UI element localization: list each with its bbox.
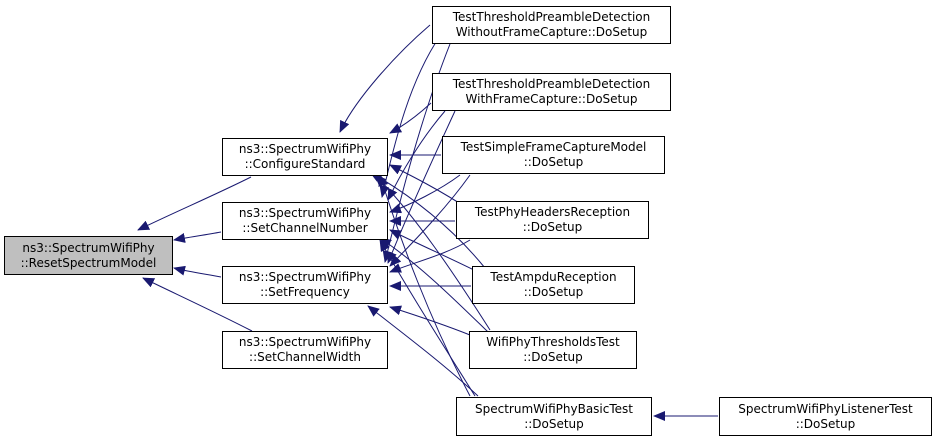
node-phy-headers-reception[interactable]: TestPhyHeadersReception ::DoSetup (456, 201, 649, 239)
node-set-channel-width[interactable]: ns3::SpectrumWifiPhy ::SetChannelWidth (222, 331, 388, 369)
edge-frequency-to-reset (173, 265, 222, 278)
node-spectrum-wifi-phy-listener-test[interactable]: SpectrumWifiPhyListenerTest ::DoSetup (719, 397, 932, 436)
node-label-line1: ns3::SpectrumWifiPhy (238, 142, 372, 156)
node-label-line2: ::DoSetup (524, 416, 584, 431)
edge-width-to-reset (142, 277, 253, 332)
node-set-channel-number[interactable]: ns3::SpectrumWifiPhy ::SetChannelNumber (222, 202, 388, 240)
node-label-line2: ::DoSetup (523, 155, 584, 169)
node-label-line2: ::DoSetup (522, 220, 583, 234)
node-spectrum-wifi-phy-basic-test[interactable]: SpectrumWifiPhyBasicTest ::DoSetup (456, 397, 652, 436)
node-label-line1: SpectrumWifiPhyBasicTest (475, 401, 633, 416)
node-label-line2: ::ConfigureStandard (244, 157, 366, 171)
node-threshold-with-frame-capture[interactable]: TestThresholdPreambleDetection WithFrame… (432, 73, 671, 111)
node-ampdu-reception[interactable]: TestAmpduReception ::DoSetup (472, 266, 635, 304)
edge-with-to-configure (389, 102, 432, 134)
edge-without-to-channelnum (379, 35, 441, 198)
edge-simple-to-channelnum (389, 174, 461, 214)
node-label-line2: ::SetChannelNumber (242, 221, 368, 235)
node-label-line1: TestSimpleFrameCaptureModel (460, 140, 647, 154)
node-label-line1: TestThresholdPreambleDetection (452, 77, 651, 91)
node-label-line2: ::DoSetup (523, 285, 584, 299)
node-label-line2: WithFrameCapture::DoSetup (465, 92, 638, 106)
node-label-line1: ns3::SpectrumWifiPhy (238, 335, 372, 349)
edge-configure-to-reset (137, 176, 252, 231)
node-wifi-phy-thresholds-test[interactable]: WifiPhyThresholdsTest ::DoSetup (469, 331, 637, 369)
edge-basic-to-frequency (367, 305, 479, 397)
edge-without-to-configure (339, 24, 431, 133)
node-label-line2: ::SetChannelWidth (249, 350, 361, 364)
edge-thresholds-to-channelnum (379, 237, 489, 333)
node-label-line2: ::DoSetup (523, 350, 583, 364)
node-label-line2: WithoutFrameCapture::DoSetup (455, 25, 648, 39)
node-label-line1: WifiPhyThresholdsTest (486, 335, 620, 349)
edge-simple-to-frequency (389, 174, 471, 267)
node-label-line1: TestAmpduReception (490, 270, 617, 284)
edge-headers-to-frequency (389, 239, 471, 273)
edge-channelnum-to-reset (173, 231, 222, 243)
node-label-line1: ns3::SpectrumWifiPhy (238, 270, 372, 284)
edge-ampdu-to-channelnum (389, 229, 479, 273)
edge-without-to-frequency (382, 43, 451, 263)
node-configure-standard[interactable]: ns3::SpectrumWifiPhy ::ConfigureStandard (222, 138, 388, 176)
edge-with-to-channelnum (387, 110, 446, 201)
node-label-line1: TestThresholdPreambleDetection (452, 10, 651, 24)
node-reset-spectrum-model[interactable]: ns3::SpectrumWifiPhy ::ResetSpectrumMode… (4, 236, 173, 275)
node-label-line1: TestPhyHeadersReception (474, 205, 631, 219)
node-label-line1: ns3::SpectrumWifiPhy (238, 206, 372, 220)
edge-thresholds-to-frequency (389, 305, 471, 336)
node-label-line2: ::DoSetup (795, 416, 856, 431)
node-label-line1: ns3::SpectrumWifiPhy (22, 240, 155, 255)
node-simple-frame-capture-model[interactable]: TestSimpleFrameCaptureModel ::DoSetup (442, 136, 665, 174)
edge-with-to-frequency (387, 110, 456, 264)
node-set-frequency[interactable]: ns3::SpectrumWifiPhy ::SetFrequency (222, 266, 388, 304)
node-threshold-without-frame-capture[interactable]: TestThresholdPreambleDetection WithoutFr… (432, 6, 671, 44)
node-label-line1: SpectrumWifiPhyListenerTest (738, 401, 913, 416)
node-label-line2: ::ResetSpectrumModel (20, 255, 157, 270)
node-label-line2: ::SetFrequency (260, 285, 350, 299)
